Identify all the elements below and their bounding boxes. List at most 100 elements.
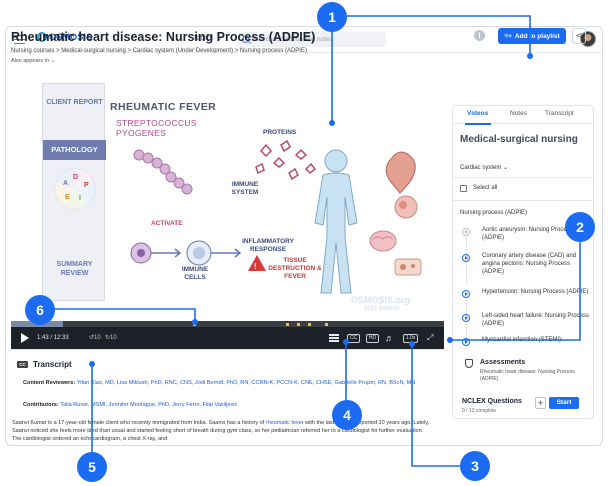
system-select[interactable]: Cardiac system ⌄ xyxy=(460,164,508,171)
contributors-label: Contributors: xyxy=(23,402,59,408)
play-circle-icon xyxy=(462,338,470,346)
callout-badge: 5 xyxy=(77,452,107,482)
edition-watermark: 2021 Edition xyxy=(364,306,400,312)
tab-transcript[interactable]: Transcript xyxy=(545,110,574,117)
also-appears-in-label: Also appears in xyxy=(11,58,49,64)
chapter-marker[interactable] xyxy=(285,323,289,326)
summary-review-label: SUMMARY REVIEW xyxy=(56,261,93,277)
chapters-icon[interactable] xyxy=(329,334,339,342)
adpie-wheel-icon: A D P I E xyxy=(54,168,96,210)
breadcrumb[interactable]: Nursing courses > Medical-surgical nursi… xyxy=(11,48,307,54)
brain-icon xyxy=(369,230,397,252)
callout-badge: 1 xyxy=(317,2,347,32)
search-input[interactable] xyxy=(252,36,382,43)
cc-icon: CC xyxy=(17,361,28,368)
playlist-item-label: Coronary artery disease (CAD) and angina… xyxy=(482,253,577,275)
callout-badge: 3 xyxy=(460,451,490,481)
cc-button[interactable]: CC xyxy=(347,334,360,343)
play-icon[interactable] xyxy=(21,333,29,343)
share-button[interactable]: ⊲ xyxy=(572,28,586,44)
transcript-intro: Saanvi Kumar is a 17-year-old female cli… xyxy=(12,420,266,426)
video-frame[interactable]: CLIENT REPORT PATHOLOGY A D P I E SUMMAR… xyxy=(11,73,444,321)
slide-left-panel: CLIENT REPORT PATHOLOGY A D P I E SUMMAR… xyxy=(42,83,106,301)
transcript-title: Transcript xyxy=(33,360,72,369)
divider xyxy=(453,200,593,201)
topics-dropdown[interactable]: Topics⌄ xyxy=(193,35,222,42)
inflammatory-response-label: INFLAMMATORY RESPONSE xyxy=(242,238,294,253)
joint-icon xyxy=(394,195,418,219)
contributors-list[interactable]: Talia Ruxer, MSMI, Jennifer Montague, Ph… xyxy=(60,402,238,408)
speed-button[interactable]: 1.0x xyxy=(403,334,418,343)
divider xyxy=(453,177,593,178)
slide-illustration: ! xyxy=(130,139,422,294)
add-nclex-button[interactable]: + xyxy=(535,397,546,409)
search-icon xyxy=(242,36,249,43)
chapter-marker[interactable] xyxy=(296,323,300,326)
active-tab-indicator xyxy=(465,123,491,125)
assessments-subtitle: Rheumatic heart disease: Nursing Process… xyxy=(480,369,575,382)
protein-cluster-icon xyxy=(255,139,317,181)
rewind-label: 10 xyxy=(94,335,101,341)
info-icon[interactable]: i xyxy=(474,30,485,41)
tab-videos[interactable]: Videos xyxy=(467,110,489,117)
play-circle-icon xyxy=(462,228,470,236)
nclex-title: NCLEX Questions xyxy=(462,398,522,405)
play-circle-icon xyxy=(462,314,470,322)
assessments-title: Assessments xyxy=(480,359,526,366)
osmosis-watermark: OSMOSIS.org xyxy=(351,295,411,305)
immune-cells-label: IMMUNE CELLS xyxy=(181,266,209,281)
immune-system-label: IMMUNE SYSTEM xyxy=(231,181,259,196)
callout-badge: 6 xyxy=(25,295,55,325)
chevron-down-icon: ⌄ xyxy=(50,58,56,64)
adpie-letter: A xyxy=(63,180,68,187)
forward-label: 10 xyxy=(110,335,117,341)
tab-notes[interactable]: Notes xyxy=(510,110,527,117)
client-report-label: CLIENT REPORT xyxy=(46,99,103,106)
timeline-connector xyxy=(465,263,467,283)
reviewers-list[interactable]: Yifan Xiao, MD, Lisa Miklush, PhD, RNC, … xyxy=(76,380,416,386)
volume-icon[interactable]: ♬ xyxy=(385,333,394,343)
adpie-letter: I xyxy=(79,195,81,202)
proteins-label: PROTEINS xyxy=(263,129,297,136)
transcript-body: Saanvi Kumar is a 17-year-old female cli… xyxy=(12,419,430,443)
osmosis-logo[interactable]: OSMOSIS xyxy=(37,32,92,42)
chapter-marker[interactable] xyxy=(324,323,328,326)
callout-badge: 4 xyxy=(332,400,362,430)
page-title: Rheumatic heart disease: Nursing Process… xyxy=(11,30,316,44)
activate-label: ACTIVATE xyxy=(151,220,183,227)
rheumatic-fever-link[interactable]: rheumatic fever xyxy=(265,420,304,426)
playlist-item-label: Left-sided heart failure: Nursing Proces… xyxy=(482,313,590,327)
content-reviewers: Content Reviewers: Yifan Xiao, MD, Lisa … xyxy=(23,380,415,386)
video-player[interactable]: CLIENT REPORT PATHOLOGY A D P I E SUMMAR… xyxy=(11,73,444,349)
start-nclex-button[interactable]: Start xyxy=(549,397,579,409)
also-appears-in-dropdown[interactable]: Also appears in ⌄ xyxy=(11,58,55,64)
pathology-label: PATHOLOGY xyxy=(43,140,106,160)
warning-icon: ! xyxy=(248,255,266,271)
course-title: Medical-surgical nursing xyxy=(460,134,578,145)
share-icon: ⊲ xyxy=(575,31,583,40)
video-controls: 1:43 / 12:33 ↺10 ↻10 CC HD ♬ 1.0x ⤢ xyxy=(11,327,444,349)
forward-10-icon[interactable]: ↻10 xyxy=(105,335,117,341)
chevron-down-icon: ⌄ xyxy=(503,165,509,171)
svg-text:!: ! xyxy=(254,262,257,271)
chapter-marker[interactable] xyxy=(192,323,196,326)
rewind-10-icon[interactable]: ↺10 xyxy=(89,335,101,341)
fullscreen-icon[interactable]: ⤢ xyxy=(427,333,434,342)
menu-icon[interactable] xyxy=(14,35,25,44)
transcript-rest: with the last episode reported 10 years … xyxy=(12,420,430,442)
playlist-item-label: Aortic aneurysm: Nursing Process (ADPIE) xyxy=(482,227,573,241)
adpie-letter: E xyxy=(65,194,70,201)
quality-button[interactable]: HD xyxy=(366,334,379,343)
add-to-playlist-label: Add to playlist xyxy=(514,32,560,40)
adpie-letter: P xyxy=(84,182,89,189)
chevron-down-icon: ⌄ xyxy=(216,36,222,42)
adpie-letter: D xyxy=(73,174,78,181)
slide-subtitle: STREPTOCOCCUS PYOGENES xyxy=(116,118,197,138)
bacteria-chain-icon xyxy=(133,149,193,195)
chapter-marker[interactable] xyxy=(307,323,311,326)
transcript-panel: CC Transcript Content Reviewers: Yifan X… xyxy=(11,349,444,419)
reviewers-label: Content Reviewers: xyxy=(23,380,76,386)
select-all-checkbox[interactable] xyxy=(460,185,467,192)
system-select-value: Cardiac system xyxy=(460,165,502,171)
add-to-playlist-button[interactable]: ≡+ Add to playlist xyxy=(498,28,566,44)
